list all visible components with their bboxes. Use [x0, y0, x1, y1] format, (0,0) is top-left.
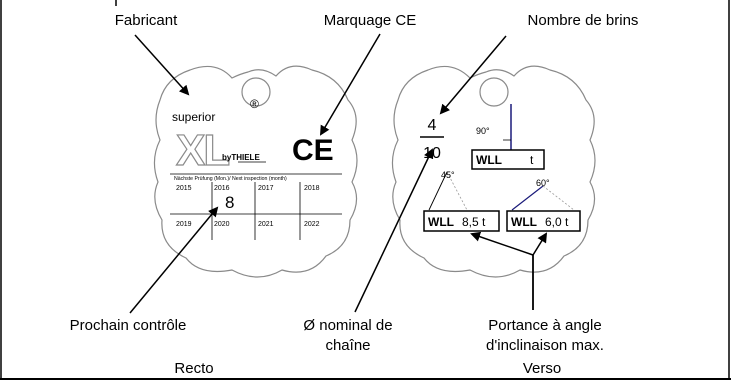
year-cell: 2021 [258, 221, 274, 228]
year-cell: 2019 [176, 221, 192, 228]
wll-left-label: WLL [428, 215, 454, 229]
angle-left-label: 45° [441, 170, 455, 180]
wll-left-value: 8,5 t [462, 215, 486, 229]
front-tag-outline [153, 65, 358, 278]
manufacturer-arrow [134, 34, 190, 96]
chain-60-right-line [542, 185, 575, 211]
inspection-month-value: 8 [225, 193, 234, 212]
next-inspection-label: Prochain contrôle [70, 317, 187, 334]
wll-left-box [423, 210, 500, 232]
chain-45-left-line [428, 171, 448, 211]
chain-45-right-line [446, 171, 468, 211]
chain-diameter-value: 10 [423, 145, 441, 162]
by-thiele-label: byTHIELE [222, 153, 260, 162]
back-tag: 4 10 90° WLL t 45° WLL 8,5 t 60° WLL 6,0… [391, 65, 596, 278]
wll-vertical-unit: t [530, 153, 534, 167]
strand-count-arrow [439, 35, 507, 115]
wll-right-label: WLL [511, 215, 537, 229]
chain-diameter-label-line2: chaîne [325, 337, 370, 354]
front-tag-hole [241, 77, 271, 107]
ce-marking-arrow [319, 33, 381, 136]
year-cell: 2020 [214, 221, 230, 228]
ce-marking-label: Marquage CE [324, 12, 417, 29]
chain-60-left-line [511, 185, 544, 211]
strand-count-label: Nombre de brins [528, 12, 639, 29]
capacity-label-line1: Portance à angle [488, 317, 601, 334]
angle-vertical-label: 90° [476, 126, 490, 136]
wll-right-box [506, 210, 581, 232]
wll-vertical-box [471, 149, 545, 170]
wll-right-value: 6,0 t [545, 215, 569, 229]
year-cell: 2017 [258, 185, 274, 192]
year-cell: 2022 [304, 221, 320, 228]
capacity-arrow-left [470, 231, 534, 256]
manufacturer-label: Fabricant [115, 12, 178, 29]
wll-vertical-label: WLL [476, 153, 502, 167]
back-tag-hole [479, 77, 509, 107]
year-cell: 2015 [176, 185, 192, 192]
back-caption: Verso [523, 360, 561, 377]
angle-right-label: 60° [536, 178, 550, 188]
strand-count-value: 4 [428, 117, 437, 134]
capacity-label-line2: d'inclinaison max. [486, 337, 604, 354]
front-caption: Recto [174, 360, 213, 377]
chain-diameter-arrow [354, 148, 434, 313]
year-cell: 2016 [214, 185, 230, 192]
next-inspection-arrow [129, 206, 219, 314]
ce-mark: CE [292, 134, 334, 167]
inspection-header: Nächste Prüfung (Mon.)/ Next inspection … [174, 176, 287, 182]
brand-small-text: superior [172, 110, 215, 124]
front-tag: superior XL ® byTHIELE CE Nächste Prüfun… [153, 65, 358, 278]
year-cell: 2018 [304, 185, 320, 192]
capacity-arrow-right [532, 232, 548, 256]
registered-mark: ® [250, 97, 259, 111]
brand-large-logo: XL [176, 126, 229, 175]
chain-diameter-label-line1: Ø nominal de [303, 317, 392, 334]
